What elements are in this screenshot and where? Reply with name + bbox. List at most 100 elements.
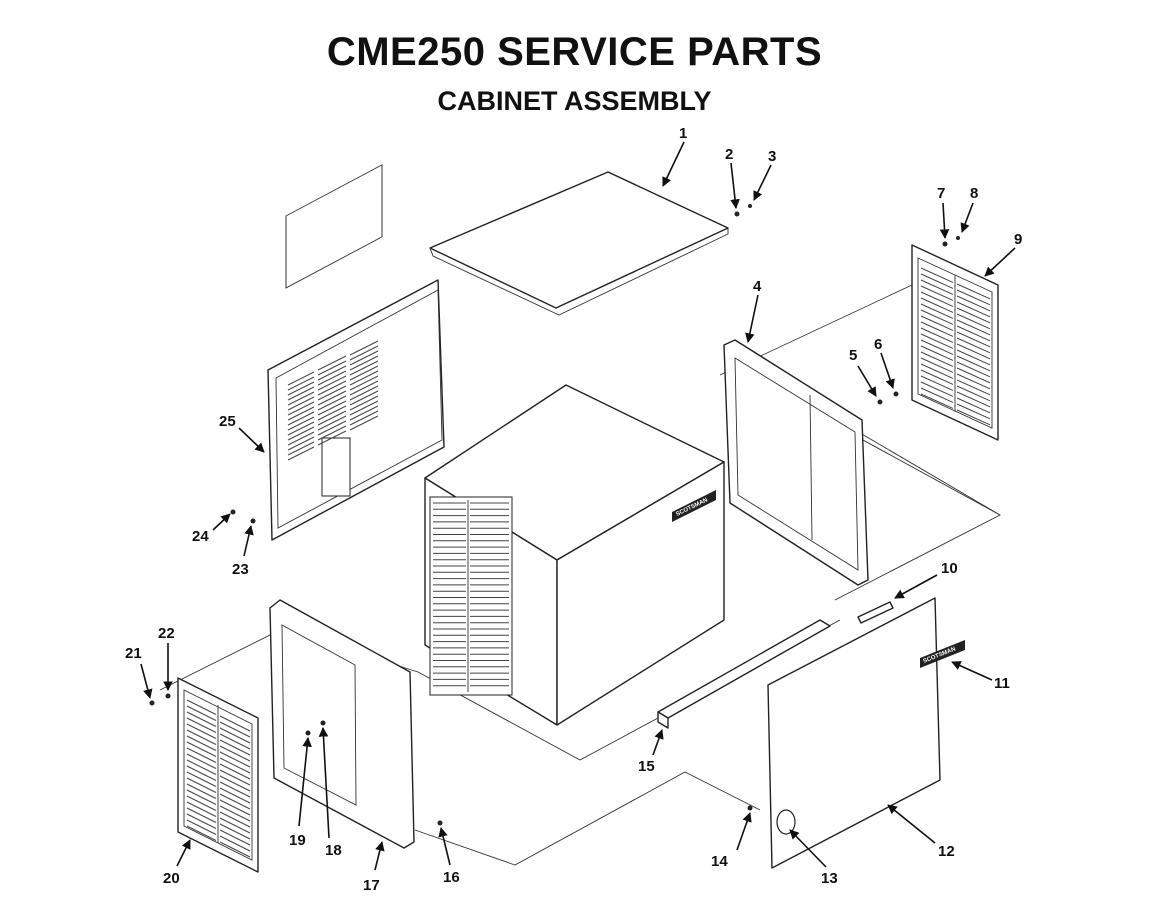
louver-slat [920,387,954,403]
louver-slat [317,415,347,431]
callout-13: 13 [821,870,838,887]
louver-slat [317,355,347,371]
louver-slat [349,415,379,431]
louver-slat [920,339,954,355]
louver-slat [287,411,315,426]
louver-slat [349,370,379,386]
side-panel-slats-c [349,340,379,431]
louver-slat [956,289,991,306]
louver-slat [956,343,991,360]
louver-slat [956,325,991,342]
leader-25 [238,427,265,453]
louver-slat [956,319,991,336]
leader-11 [951,661,993,681]
part-2-3-screws [734,204,752,217]
leader-4 [745,294,759,343]
louver-slat [219,835,251,852]
louver-slat [956,355,991,372]
louver-slat [956,301,991,318]
louver-slat [219,763,251,780]
front-grille-slats-a [186,699,217,841]
louver-slat [349,375,379,391]
louver-slat [317,370,347,386]
leader-20 [176,839,191,867]
louver-slat [956,349,991,366]
leader-17 [374,841,385,871]
louver-slat [956,373,991,390]
louver-slat [920,375,954,391]
louver-slat [186,753,217,769]
louver-slat [317,395,347,411]
callout-12: 12 [938,843,955,860]
louver-slat [219,727,251,744]
part-10-clip [857,601,894,624]
louver-slat [219,799,251,816]
part-4-right-side-frame [723,339,869,586]
louver-slat [317,380,347,396]
callout-7: 7 [937,185,945,202]
callout-6: 6 [874,336,882,353]
callout-19: 19 [289,832,306,849]
louver-slat [186,777,217,793]
callout-15: 15 [638,758,655,775]
louver-slat [920,273,954,289]
louver-slat [186,717,217,733]
louver-slat [956,337,991,354]
page-subtitle: CABINET ASSEMBLY [437,86,712,116]
cabinet-louvers [429,496,513,696]
louver-slat [287,441,315,456]
part-5-6-fasteners [877,391,899,405]
louver-slat [287,381,315,396]
louver-slat [186,807,217,823]
louver-slat [219,733,251,750]
part-17-left-front-frame [269,599,415,849]
page-title: CME250 SERVICE PARTS [326,30,823,74]
right-grille-slats-b [956,283,991,426]
side-panel-slats-b [317,355,347,446]
louver-slat [349,365,379,381]
louver-slat [219,751,251,768]
louver-slat [186,747,217,763]
callout-3: 3 [768,148,776,165]
louver-slat [956,385,991,402]
louver-slat [186,813,217,829]
leader-21 [140,663,153,699]
louver-slat [219,817,251,834]
main-cabinet: SCOTSMAN [424,384,725,726]
louver-slat [349,350,379,366]
leader-3 [753,164,772,201]
louver-slat [219,769,251,786]
louver-slat [956,331,991,348]
louver-slat [287,386,315,401]
louver-slat [920,393,954,409]
louver-slat [317,420,347,436]
callout-16: 16 [443,869,460,886]
part-16-fastener [437,820,443,826]
louver-slat [186,771,217,787]
louver-slat [219,793,251,810]
louver-slat [186,783,217,799]
louver-slat [920,327,954,343]
cabinet-louver-slats-right [470,502,509,687]
callout-10: 10 [941,560,958,577]
louver-slat [349,385,379,401]
louver-slat [956,409,991,426]
louver-slat [186,735,217,751]
louver-slat [956,391,991,408]
part-1-top-panel [429,171,729,316]
louver-slat [317,365,347,381]
callout-25: 25 [219,413,236,430]
leader-12 [887,804,936,844]
louver-slat [219,811,251,828]
callout-24: 24 [192,528,209,545]
louver-slat [349,405,379,421]
louver-slat [287,376,315,391]
louver-slat [920,279,954,295]
side-panel-slats-a [287,371,315,461]
leader-7 [939,202,950,239]
callout-23: 23 [232,561,249,578]
louver-slat [920,285,954,301]
callout-8: 8 [970,185,978,202]
louver-slat [186,729,217,745]
louver-slat [219,823,251,840]
